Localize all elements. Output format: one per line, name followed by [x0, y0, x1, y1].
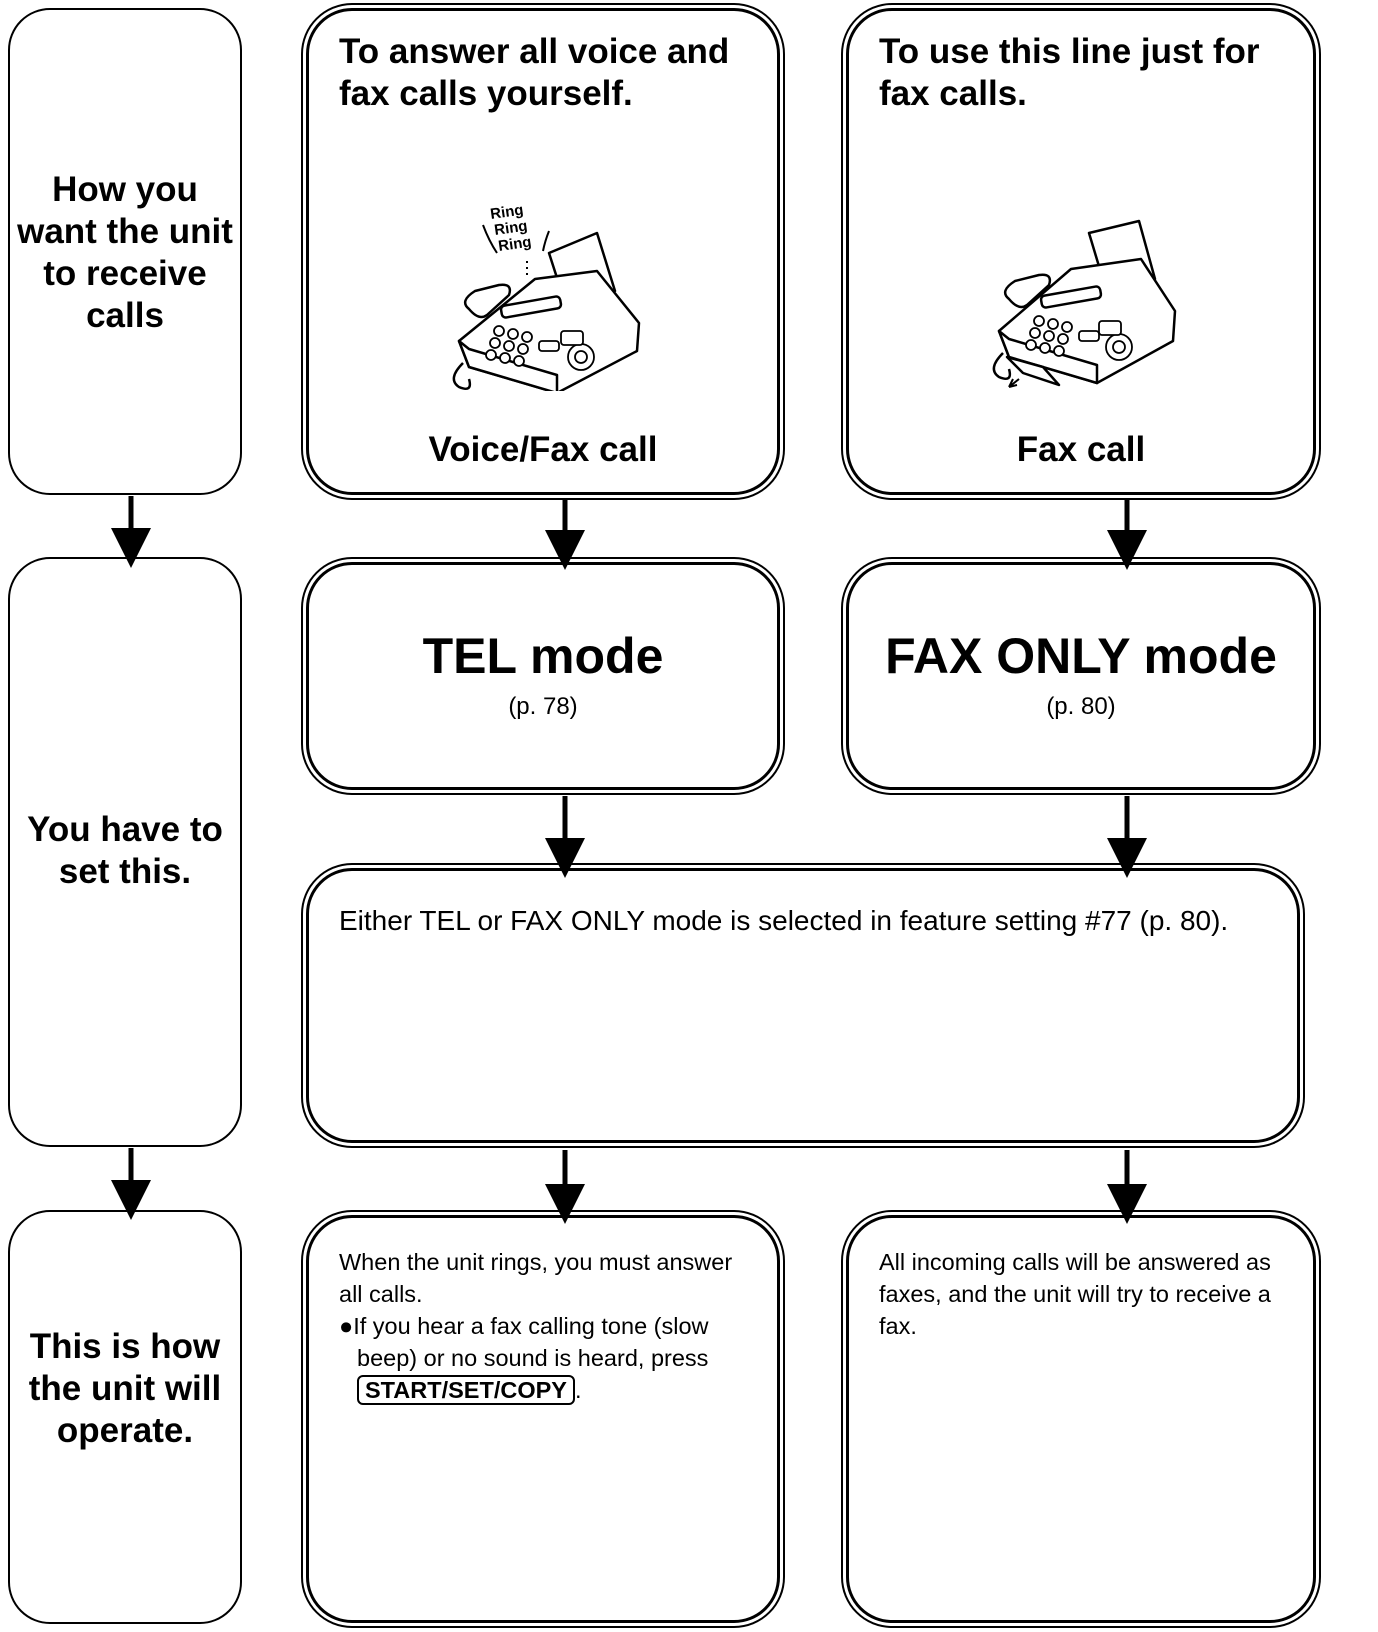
tel-operation-bullet-text: If you hear a fax calling tone (slow bee… [353, 1313, 709, 1371]
operate-row-box: This is how the unit will operate. [8, 1210, 242, 1624]
tel-operation-text: When the unit rings, you must answer all… [339, 1246, 751, 1406]
receive-row-label: How you want the unit to receive calls [17, 170, 233, 335]
tel-operation-box: When the unit rings, you must answer all… [306, 1215, 780, 1623]
voice-fax-caption: Voice/Fax call [428, 430, 658, 469]
fax-only-operation-box: All incoming calls will be answered as f… [846, 1215, 1316, 1623]
fax-machine-receiving-illustration [992, 219, 1177, 388]
ringing-fax-machine-illustration: Ring Ring Ring [452, 201, 641, 391]
tel-operation-description: When the unit rings, you must answer all… [339, 1249, 733, 1307]
fax-only-mode-page-ref: (p. 80) [1046, 693, 1116, 720]
fax-only-heading: To use this line just for fax calls. [879, 32, 1260, 113]
tel-operation-bullet: ●If you hear a fax calling tone (slow be… [339, 1310, 751, 1406]
feature-setting-note: Either TEL or FAX ONLY mode is selected … [339, 905, 1229, 936]
fax-only-caption: Fax call [1016, 430, 1146, 469]
ring-text-2: Ring [493, 217, 528, 238]
receive-row-box: How you want the unit to receive calls [8, 8, 242, 495]
ring-text-3: Ring [497, 233, 532, 254]
voice-fax-heading: To answer all voice and fax calls yourse… [339, 32, 730, 113]
tel-mode-page-ref: (p. 78) [508, 693, 578, 720]
tel-mode-box: TEL mode (p. 78) [306, 562, 780, 790]
ring-text-1: Ring [489, 201, 524, 222]
set-row-box: You have to set this. [8, 557, 242, 1147]
tel-operation-key-suffix: . [574, 1377, 582, 1403]
feature-setting-note-box: Either TEL or FAX ONLY mode is selected … [306, 868, 1300, 1143]
tel-mode-title: TEL mode [422, 628, 664, 684]
bullet-dot-icon: ● [339, 1313, 354, 1339]
operate-row-label: This is how the unit will operate. [28, 1327, 222, 1450]
fax-only-mode-title: FAX ONLY mode [885, 628, 1277, 684]
start-set-copy-key: START/SET/COPY [357, 1375, 575, 1405]
fax-only-mode-box: FAX ONLY mode (p. 80) [846, 562, 1316, 790]
voice-fax-box: To answer all voice and fax calls yourse… [306, 8, 780, 495]
set-row-label: You have to set this. [27, 810, 223, 891]
fax-only-box: To use this line just for fax calls. Fax… [846, 8, 1316, 495]
fax-only-operation-text: All incoming calls will be answered as f… [879, 1249, 1271, 1339]
